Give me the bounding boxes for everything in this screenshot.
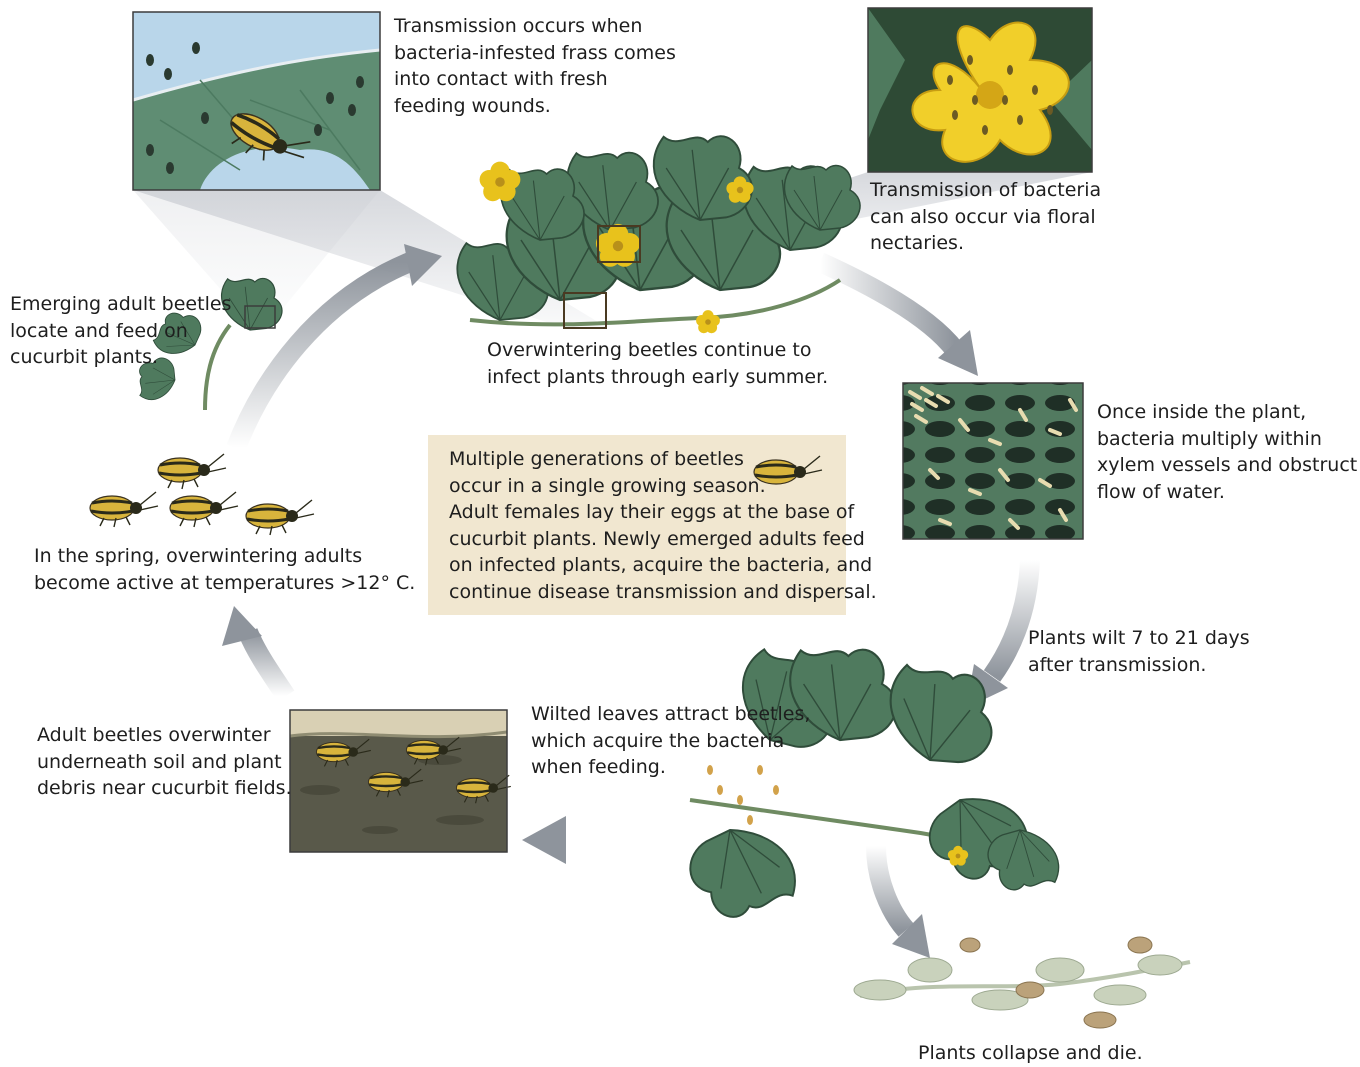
- caption-plants-wilt: Plants wilt 7 to 21 days after transmiss…: [1028, 625, 1250, 678]
- inset-xylem-vessels: [903, 383, 1083, 539]
- arrow-wilt-to-collapse: [876, 846, 906, 930]
- inset-floral-nectaries: [868, 8, 1092, 172]
- caption-emerging-adults: Emerging adult beetles locate and feed o…: [10, 291, 231, 371]
- cucurbit-plant-healthy: [457, 136, 860, 333]
- caption-bacteria-multiply: Once inside the plant, bacteria multiply…: [1097, 399, 1357, 505]
- caption-adults-overwinter: Adult beetles overwinter underneath soil…: [37, 722, 292, 802]
- cucurbit-plant-collapsed: [854, 937, 1190, 1028]
- inset-overwinter-soil: [290, 710, 511, 852]
- caption-spring-active: In the spring, overwintering adults beco…: [34, 543, 415, 596]
- arrow-overwinter-to-spring: [248, 632, 286, 696]
- caption-overwintering-continue: Overwintering beetles continue to infect…: [487, 337, 828, 390]
- arrow-xylem-to-wilt: [992, 560, 1030, 676]
- caption-frass-transmission: Transmission occurs when bacteria-infest…: [394, 13, 676, 119]
- caption-wilted-attract: Wilted leaves attract beetles, which acq…: [531, 701, 810, 781]
- beetle-group-spring: [90, 454, 314, 535]
- arrow-summer-to-xylem: [820, 262, 955, 350]
- arrow-head-overwinter: [522, 816, 566, 864]
- inset-beetle-feeding: [133, 12, 380, 190]
- center-note-text: Multiple generations of beetles occur in…: [449, 446, 877, 605]
- caption-floral-transmission: Transmission of bacteria can also occur …: [870, 177, 1101, 257]
